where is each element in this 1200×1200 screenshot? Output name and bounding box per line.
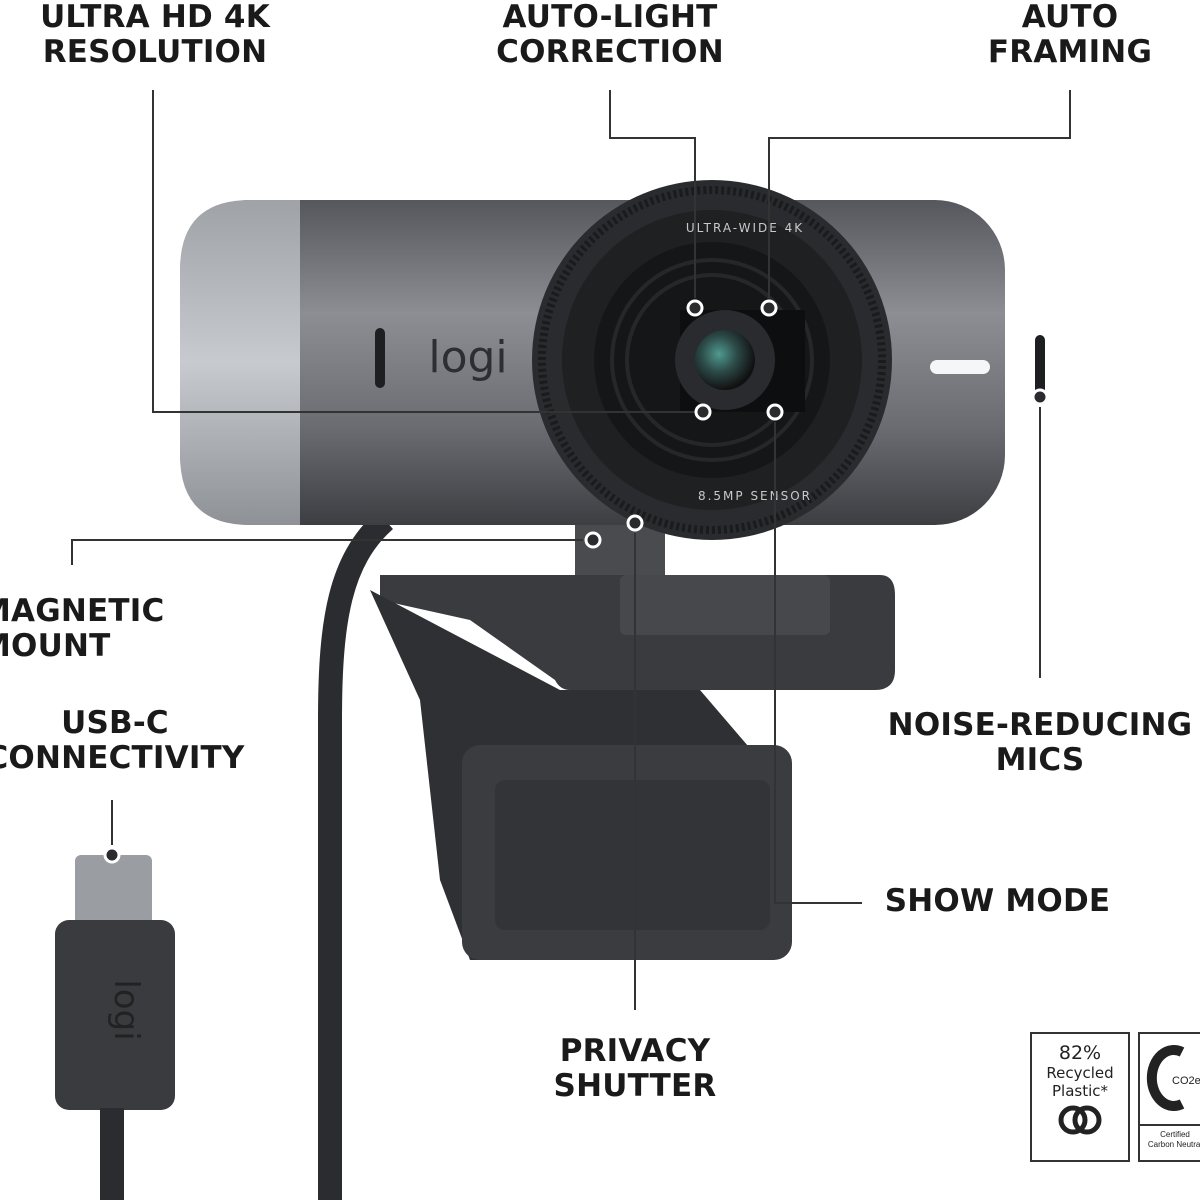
- mic-slit-right: [1035, 335, 1045, 400]
- callout-dots: [103, 299, 1049, 864]
- callout-auto-light: AUTO-LIGHT CORRECTION: [490, 0, 730, 70]
- callout-magnetic-mount: MAGNETIC MOUNT: [0, 594, 190, 664]
- usb-cable: [318, 511, 394, 1200]
- label-line: RESOLUTION: [42, 34, 268, 70]
- label-line: SHUTTER: [553, 1068, 717, 1104]
- callout-privacy-shutter: PRIVACY SHUTTER: [540, 1034, 730, 1104]
- carbon-line2: Carbon Neutral: [1147, 1140, 1200, 1149]
- callout-show-mode: SHOW MODE: [880, 884, 1115, 919]
- plug-logo: logi: [106, 979, 146, 1040]
- mic-slit-left: [375, 328, 385, 388]
- callout-usb-c: USB-C CONNECTIVITY: [0, 706, 250, 776]
- label-line: MICS: [995, 742, 1085, 778]
- status-led: [930, 360, 990, 374]
- callout-ultra-hd: ULTRA HD 4K RESOLUTION: [40, 0, 270, 70]
- label-line: CONNECTIVITY: [0, 740, 245, 776]
- lens-top-text: ULTRA-WIDE 4K: [686, 221, 804, 235]
- label-line: MOUNT: [0, 628, 111, 664]
- label-line: MAGNETIC: [0, 593, 165, 629]
- callout-lines: [71, 90, 1071, 1010]
- label-line: NOISE-REDUCING: [887, 707, 1193, 743]
- label-line: ULTRA HD 4K: [40, 0, 270, 35]
- label-line: PRIVACY: [559, 1033, 711, 1069]
- magnetic-mount: [370, 520, 895, 960]
- recycled-line1: Recycled: [1046, 1064, 1114, 1082]
- carbon-c-arrow-icon: CO2e: [1146, 1045, 1200, 1111]
- callout-auto-framing: AUTO FRAMING: [980, 0, 1160, 70]
- carbon-unit: CO2e: [1172, 1075, 1200, 1087]
- carbon-line1: Certified: [1160, 1130, 1190, 1139]
- carbon-neutral-badge: CO2e Certified Carbon Neutral: [1138, 1032, 1200, 1162]
- label-line: SHOW MODE: [884, 883, 1111, 919]
- recycled-plastic-badge: 82% Recycled Plastic*: [1030, 1032, 1130, 1162]
- label-line: AUTO-LIGHT: [502, 0, 718, 35]
- label-line: FRAMING: [987, 34, 1153, 70]
- brand-logo: logi: [428, 332, 507, 383]
- label-line: CORRECTION: [496, 34, 724, 70]
- lens-assembly: ULTRA-WIDE 4K 8.5MP SENSOR: [532, 180, 892, 540]
- carbon-cert-text: Certified Carbon Neutral: [1140, 1124, 1200, 1160]
- recycle-arrows-icon: [1058, 1105, 1102, 1135]
- usb-c-plug: logi: [55, 855, 175, 1200]
- callout-noise-mics: NOISE-REDUCING MICS: [885, 708, 1195, 778]
- label-line: USB-C: [61, 705, 169, 741]
- recycled-line2: Plastic*: [1051, 1082, 1108, 1100]
- label-line: AUTO: [1021, 0, 1119, 35]
- lens-bottom-text: 8.5MP SENSOR: [698, 489, 812, 503]
- recycled-percent: 82%: [1058, 1042, 1102, 1064]
